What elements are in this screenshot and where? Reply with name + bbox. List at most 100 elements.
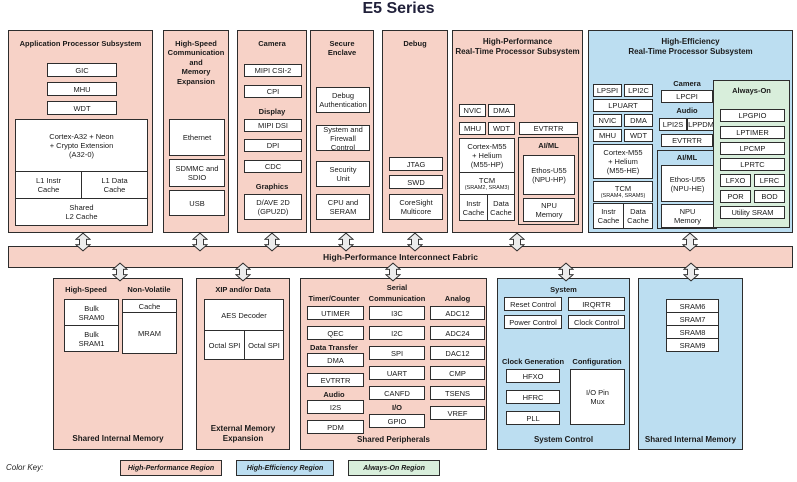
non-volatile-label: Non-Volatile: [127, 285, 171, 294]
bidirectional-arrow-icon: [234, 262, 252, 282]
block-lprtc: LPRTC: [720, 158, 785, 171]
diagram-title: E5 Series: [362, 0, 435, 17]
region-footer: Shared Internal Memory: [72, 434, 164, 443]
block-shared-l2-cache: Shared L2 Cache: [15, 198, 148, 226]
block-instr-cache: Instr Cache: [593, 203, 624, 229]
block-cpi: CPI: [244, 85, 302, 98]
configuration-label: Configuration: [572, 357, 622, 366]
application-processor-subsystem: Application Processor Subsystem GIC MHU …: [8, 30, 153, 233]
tcm-label: TCM: [478, 175, 496, 185]
key-swatch-label: High-Performance Region: [127, 464, 215, 472]
block-octal-spi-2: Octal SPI: [244, 330, 284, 360]
block-cortex-a32: Cortex-A32 + Neon + Crypto Extension (A3…: [15, 119, 148, 172]
block-dac12: DAC12: [430, 346, 485, 360]
block-dma: DMA: [488, 104, 515, 117]
camera-section-label: Camera: [258, 39, 286, 48]
always-on-region: Always-On LPGPIO LPTIMER LPCMP LPRTC LFX…: [713, 80, 790, 228]
block-vref: VREF: [430, 406, 485, 420]
multimedia-column: Camera MIPI CSI-2 CPI Display MIPI DSI D…: [237, 30, 307, 233]
block-spi: SPI: [369, 346, 425, 360]
block-l1-instr-cache: L1 Instr Cache: [15, 171, 82, 199]
region-footer: External Memory Expansion: [210, 424, 276, 443]
subsystem-title: High-Efficiency Real-Time Processor Subs…: [628, 37, 753, 56]
block-cpu-seram: CPU and SERAM: [316, 194, 370, 220]
tcm-sram-label: (SRAM2, SRAM3): [464, 184, 510, 191]
block-wdt: WDT: [624, 129, 653, 142]
block-npu-memory: NPU Memory: [523, 198, 575, 222]
block-canfd: CANFD: [369, 386, 425, 400]
block-evtrtr: EVTRTR: [661, 134, 713, 147]
always-on-title: Always-On: [732, 86, 771, 95]
block-mhu: MHU: [593, 129, 622, 142]
block-dma: DMA: [307, 353, 364, 367]
fabric-label: High-Performance Interconnect Fabric: [323, 252, 478, 262]
block-utimer: UTIMER: [307, 306, 364, 320]
block-mipi-dsi: MIPI DSI: [244, 119, 302, 132]
key-swatch-high-performance: High-Performance Region: [120, 460, 222, 476]
color-key-label: Color Key:: [6, 463, 44, 472]
block-bulk-sram1: Bulk SRAM1: [64, 325, 119, 352]
block-pdm: PDM: [307, 420, 364, 434]
bidirectional-arrow-icon: [508, 232, 526, 252]
block-lpcmp: LPCMP: [720, 142, 785, 155]
block-clock-control: Clock Control: [568, 315, 625, 329]
block-cortex-m55-he: Cortex-M55 + Helium (M55-HE): [593, 144, 653, 179]
communication-label: Communication: [368, 294, 426, 303]
block-coresight-multicore: CoreSight Multicore: [389, 194, 443, 220]
block-lpi2s: LPI2S: [659, 118, 687, 131]
aiml-group: AI/ML Ethos-U55 (NPU-HE) NPU Memory: [657, 150, 717, 229]
aiml-group: AI/ML Ethos-U55 (NPU-HP) NPU Memory: [518, 137, 579, 225]
debug-subsystem: Debug JTAG SWD CoreSight Multicore: [382, 30, 448, 233]
bidirectional-arrow-icon: [191, 232, 209, 252]
block-security-unit: Security Unit: [316, 161, 370, 187]
bidirectional-arrow-icon: [384, 262, 402, 282]
block-lpcpi: LPCPI: [661, 90, 713, 103]
block-por: POR: [720, 190, 751, 203]
analog-label: Analog: [444, 294, 471, 303]
block-ethos-u55-he: Ethos-U55 (NPU-HE): [661, 165, 714, 202]
shared-internal-memory-left: High-Speed Non-Volatile Bulk SRAM0 Bulk …: [53, 278, 183, 450]
block-utility-sram: Utility SRAM: [720, 206, 785, 219]
block-uart: UART: [369, 366, 425, 380]
io-label: I/O: [391, 403, 402, 412]
block-l1-data-cache: L1 Data Cache: [81, 171, 148, 199]
block-gpu2d: D/AVE 2D (GPU2D): [244, 194, 302, 220]
block-dma: DMA: [624, 114, 653, 127]
block-sram9: SRAM9: [666, 338, 719, 352]
block-power-control: Power Control: [504, 315, 562, 329]
audio-section-label: Audio: [676, 106, 698, 115]
block-adc12: ADC12: [430, 306, 485, 320]
serial-label: Serial: [386, 283, 408, 292]
block-lpuart: LPUART: [593, 99, 653, 112]
bidirectional-arrow-icon: [111, 262, 129, 282]
region-footer: System Control: [533, 435, 594, 444]
block-tcm: TCM (SRAM4, SRAM5): [593, 181, 653, 202]
block-sram7: SRAM7: [666, 312, 719, 326]
color-key: Color Key: High-Performance Region High-…: [0, 459, 797, 479]
key-swatch-always-on: Always-On Region: [348, 460, 440, 476]
secure-enclave: Secure Enclave Debug Authentication Syst…: [310, 30, 374, 233]
block-i3c: I3C: [369, 306, 425, 320]
subsystem-title: Application Processor Subsystem: [19, 39, 142, 48]
subsystem-title: High-Performance Real-Time Processor Sub…: [455, 37, 580, 56]
block-adc24: ADC24: [430, 326, 485, 340]
block-wdt: WDT: [488, 122, 515, 135]
block-ethos-u55-hp: Ethos-U55 (NPU-HP): [523, 155, 575, 195]
xip-data-label: XIP and/or Data: [215, 285, 271, 294]
clock-generation-label: Clock Generation: [501, 357, 565, 366]
block-lppdm: LPPDM: [687, 118, 715, 131]
block-bulk-sram0: Bulk SRAM0: [64, 299, 119, 326]
block-evtrtr: EVTRTR: [519, 122, 578, 135]
subsystem-title: Secure Enclave: [327, 39, 357, 58]
system-label: System: [550, 285, 577, 294]
bidirectional-arrow-icon: [337, 232, 355, 252]
block-pll: PLL: [506, 411, 560, 425]
bidirectional-arrow-icon: [682, 262, 700, 282]
he-realtime-subsystem: High-Efficiency Real-Time Processor Subs…: [588, 30, 793, 233]
block-hfrc: HFRC: [506, 390, 560, 404]
region-footer: Shared Peripherals: [357, 435, 430, 444]
display-section-label: Display: [258, 107, 286, 116]
data-transfer-label: Data Transfer: [310, 343, 358, 352]
block-mram: MRAM: [122, 312, 177, 354]
